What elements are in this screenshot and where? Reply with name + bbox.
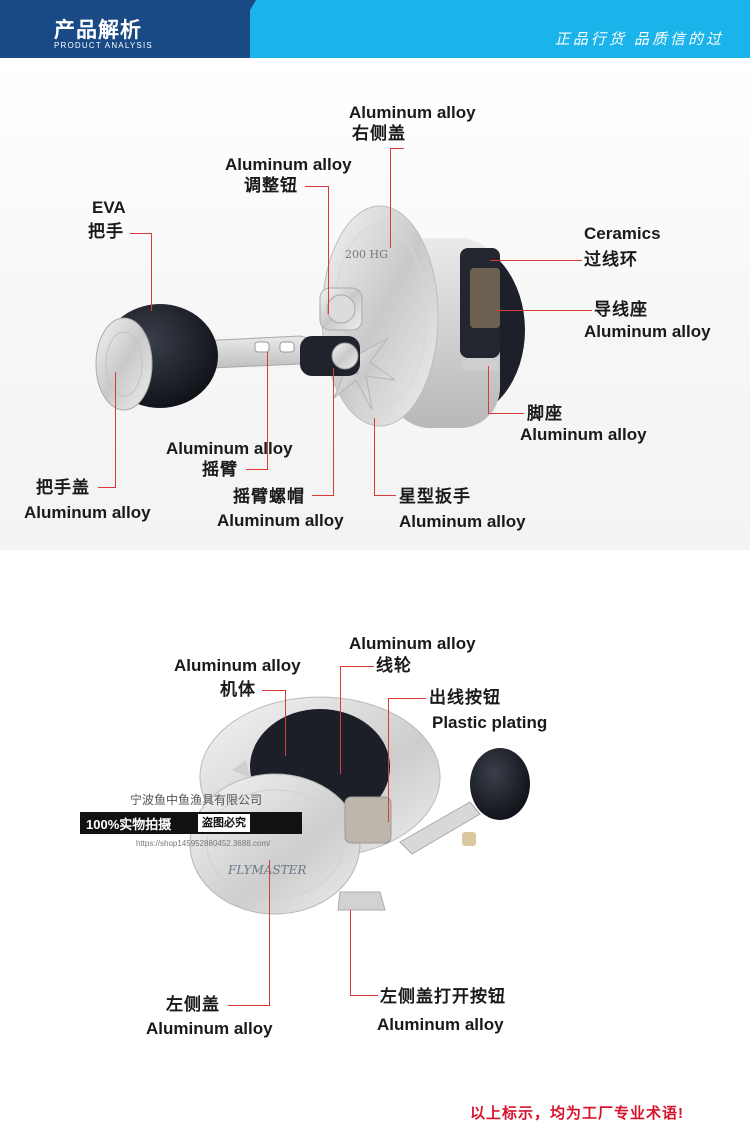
header-subtitle: PRODUCT ANALYSIS — [54, 41, 153, 50]
leader-body — [262, 690, 286, 756]
label-handle-arm-cn: 摇臂 — [202, 460, 238, 479]
label-line-guide-seat-en: Aluminum alloy — [584, 322, 711, 341]
leader-handle — [130, 233, 152, 311]
leader-star-drag — [374, 418, 396, 496]
reel-marking: 200 HG — [345, 248, 388, 261]
handle-front-illustration — [399, 748, 530, 855]
label-foot-cn: 脚座 — [527, 404, 563, 423]
label-spool-cn: 线轮 — [376, 656, 412, 675]
label-handle-arm-en: Aluminum alloy — [166, 439, 293, 458]
star-drag-illustration — [333, 337, 396, 411]
label-handle-cap-en: Aluminum alloy — [24, 503, 151, 522]
reel-brand: FLYMASTER — [227, 863, 306, 877]
eva-knob-illustration — [95, 304, 218, 411]
leader-line-guide-ring — [490, 260, 582, 261]
label-line-guide-seat-cn: 导线座 — [594, 300, 648, 319]
label-left-cover-cn: 左侧盖 — [166, 995, 220, 1014]
watermark-url: https://shop145952880452.3688.com/ — [136, 839, 271, 848]
label-star-drag-en: Aluminum alloy — [399, 512, 526, 531]
watermark-company: 宁波鱼中鱼渔具有限公司 — [130, 793, 263, 807]
leader-left-cover — [228, 860, 270, 1006]
reel-front-illustration: FLYMASTER — [189, 696, 530, 915]
reel-side-illustration: 200 HG — [95, 205, 525, 428]
label-body-cn: 机体 — [220, 680, 256, 699]
label-handle-cn: 把手 — [88, 222, 124, 241]
label-arm-nut-cap-cn: 摇臂螺帽 — [233, 487, 305, 506]
label-adjust-knob-en: Aluminum alloy — [225, 155, 352, 174]
label-line-guide-ring-cn: 过线环 — [584, 250, 638, 269]
label-line-guide-ring-en: Ceramics — [584, 224, 661, 243]
leader-adjust-knob — [305, 186, 329, 314]
leader-release-button — [388, 698, 426, 822]
label-foot-en: Aluminum alloy — [520, 425, 647, 444]
label-left-cover-open-button-en: Aluminum alloy — [377, 1015, 504, 1034]
label-handle-en: EVA — [92, 198, 126, 217]
header-banner: 产品解析 PRODUCT ANALYSIS 正品行货 品质信的过 — [0, 0, 750, 58]
label-spool-en: Aluminum alloy — [349, 634, 476, 653]
leader-handle-cap — [98, 372, 116, 488]
label-right-cover-cn: 右侧盖 — [352, 124, 406, 143]
leader-left-cover-open-button — [350, 910, 378, 996]
header-slant — [222, 0, 256, 58]
label-star-drag-cn: 星型扳手 — [399, 487, 471, 506]
label-release-button-en: Plastic plating — [432, 713, 548, 732]
adjust-knob-illustration — [319, 287, 363, 331]
leader-handle-arm — [246, 352, 268, 470]
watermark-real-shot: 100%实物拍摄 — [86, 817, 172, 832]
label-handle-cap-cn: 把手盖 — [36, 478, 90, 497]
header-dark-panel — [0, 0, 250, 58]
leader-arm-nut-cap — [312, 368, 334, 496]
leader-foot — [488, 366, 524, 414]
label-left-cover-open-button-cn: 左侧盖打开按钮 — [380, 987, 506, 1006]
label-left-cover-en: Aluminum alloy — [146, 1019, 273, 1038]
leader-line-guide-seat — [496, 310, 592, 311]
header-slogan: 正品行货 品质信的过 — [554, 31, 724, 48]
leader-spool — [340, 666, 374, 774]
label-right-cover-en: Aluminum alloy — [349, 103, 476, 122]
label-adjust-knob-cn: 调整钮 — [244, 176, 298, 195]
label-arm-nut-cap-en: Aluminum alloy — [217, 511, 344, 530]
bottom-product-section — [0, 592, 750, 1112]
label-body-en: Aluminum alloy — [174, 656, 301, 675]
leader-right-cover — [390, 148, 404, 248]
label-release-button-cn: 出线按钮 — [429, 688, 501, 707]
watermark-no-copy: 盗图必究 — [198, 814, 250, 832]
header-title: 产品解析 — [54, 19, 142, 42]
footer-note: 以上标示，均为工厂专业术语! — [470, 1105, 684, 1122]
